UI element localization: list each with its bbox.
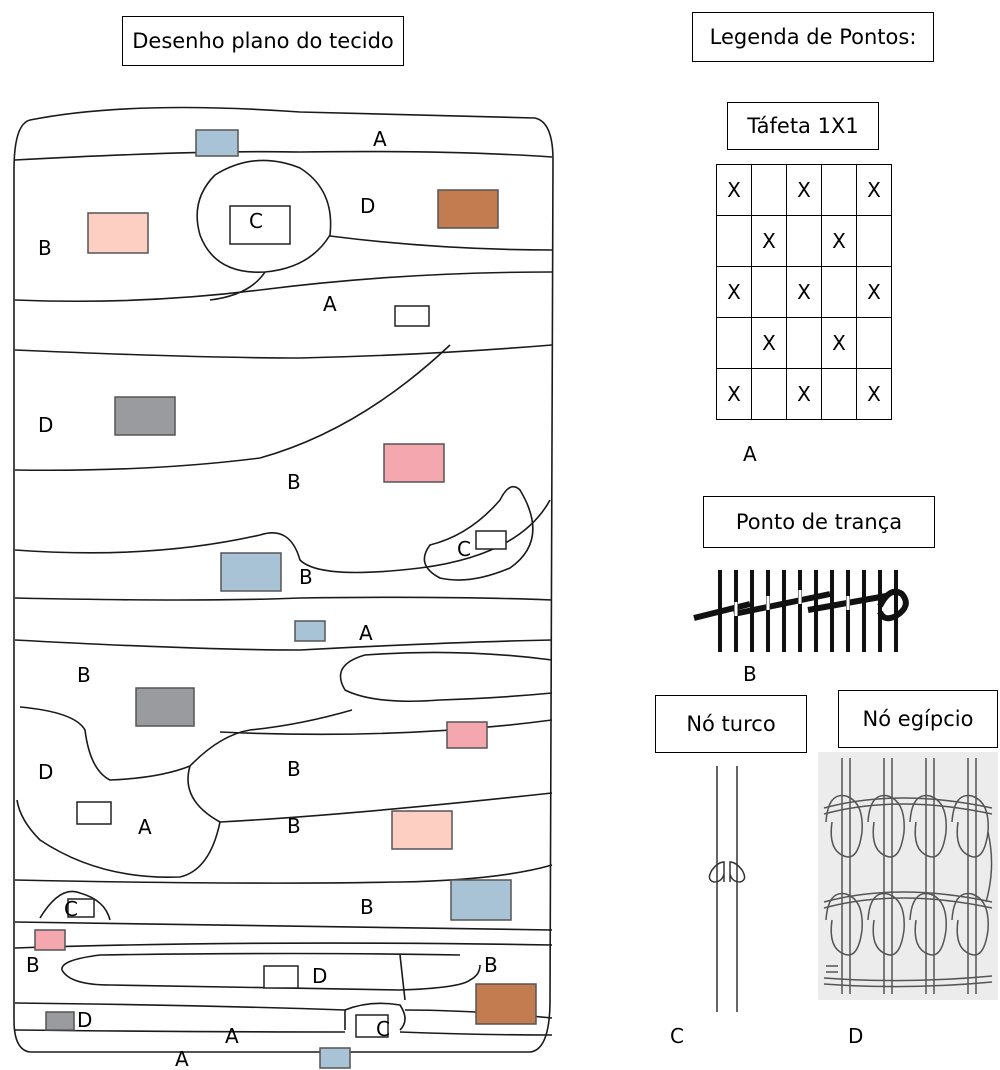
grid-cell (821, 368, 857, 420)
swatch-pink (34, 929, 66, 951)
swatch-white (394, 305, 430, 327)
no-turco-title-text: Nó turco (686, 712, 776, 736)
swatch-brown (475, 983, 537, 1025)
swatch-pink (383, 443, 445, 483)
tranca-letter: B (743, 662, 757, 686)
tranca-title-text: Ponto de trança (735, 510, 903, 534)
grid-cell (821, 164, 857, 216)
region-label: B (287, 757, 301, 781)
swatch-blue (195, 129, 239, 157)
grid-cell (716, 215, 752, 267)
swatch-brown (437, 189, 499, 229)
region-label: A (323, 292, 337, 316)
grid-cell: X (856, 368, 892, 420)
grid-cell: X (856, 164, 892, 216)
region-label: B (287, 814, 301, 838)
grid-cell: X (786, 164, 822, 216)
grid-cell: X (821, 317, 857, 369)
region-label: C (376, 1017, 390, 1041)
fabric-outline (13, 106, 554, 1053)
swatch-white (67, 898, 95, 918)
grid-cell: X (786, 266, 822, 318)
region-label: D (38, 760, 53, 784)
region-label: D (312, 964, 327, 988)
tafeta-title-text: Táfeta 1X1 (747, 114, 859, 138)
swatch-blue (319, 1047, 351, 1069)
grid-cell (786, 215, 822, 267)
region-label: B (299, 565, 313, 589)
grid-cell: X (716, 164, 752, 216)
grid-cell (856, 317, 892, 369)
region-label: B (484, 953, 498, 977)
fabric-plan-title: Desenho plano do tecido (122, 16, 404, 66)
fabric-plan-title-text: Desenho plano do tecido (132, 29, 394, 53)
swatch-white (355, 1014, 389, 1038)
swatch-peach (87, 212, 149, 254)
braid-stitch-illustration (693, 570, 909, 652)
swatch-blue (450, 879, 512, 921)
region-label: B (38, 236, 52, 260)
grid-cell: X (716, 368, 752, 420)
region-label: D (38, 413, 53, 437)
swatch-gray (135, 687, 195, 727)
grid-cell (716, 317, 752, 369)
no-egipcio-title-text: Nó egípcio (862, 707, 974, 731)
no-turco-title: Nó turco (655, 695, 807, 753)
region-label: B (360, 895, 374, 919)
swatch-peach (391, 810, 453, 850)
region-label: D (360, 194, 375, 218)
region-label: A (175, 1047, 189, 1070)
legend-title-text: Legenda de Pontos: (709, 25, 917, 49)
no-egipcio-letter: D (848, 1024, 864, 1048)
swatch-gray (114, 396, 176, 436)
swatch-blue (294, 620, 326, 642)
region-label: C (457, 537, 471, 561)
grid-cell (751, 266, 787, 318)
grid-cell: X (821, 215, 857, 267)
swatch-blue (220, 552, 282, 592)
region-label: B (26, 953, 40, 977)
fabric-plan-drawing: A B C D A D B C B A B D B B A C B B D B … (13, 106, 554, 1070)
region-label: C (249, 209, 263, 233)
no-turco-letter: C (670, 1024, 684, 1048)
grid-cell (786, 317, 822, 369)
grid-cell: X (786, 368, 822, 420)
region-label: A (225, 1024, 239, 1048)
legend-title: Legenda de Pontos: (692, 12, 934, 62)
region-label: B (77, 663, 91, 687)
region-label: A (373, 127, 387, 151)
grid-cell: X (751, 215, 787, 267)
swatch-pink (446, 721, 488, 749)
grid-cell: X (751, 317, 787, 369)
tafeta-letter: A (743, 442, 757, 466)
region-label: A (359, 621, 373, 645)
grid-cell: X (716, 266, 752, 318)
region-label: C (64, 897, 78, 921)
grid-cell (751, 368, 787, 420)
egyptian-knot-illustration (818, 752, 998, 1000)
grid-cell (751, 164, 787, 216)
tranca-title: Ponto de trança (703, 496, 935, 548)
grid-cell: X (856, 266, 892, 318)
region-label: D (77, 1008, 92, 1032)
region-label: A (138, 815, 152, 839)
swatch-gray (45, 1011, 75, 1031)
swatch-white (229, 205, 291, 245)
region-label: B (287, 470, 301, 494)
no-egipcio-title: Nó egípcio (838, 690, 998, 748)
swatch-white (76, 801, 112, 825)
swatch-white (263, 965, 299, 989)
tafeta-weave-grid: X X X X X X X X X X X X X (716, 164, 892, 420)
grid-cell (821, 266, 857, 318)
swatch-white (475, 530, 507, 550)
tafeta-title: Táfeta 1X1 (727, 102, 879, 150)
turkish-knot-illustration (708, 766, 746, 1012)
grid-cell (856, 215, 892, 267)
